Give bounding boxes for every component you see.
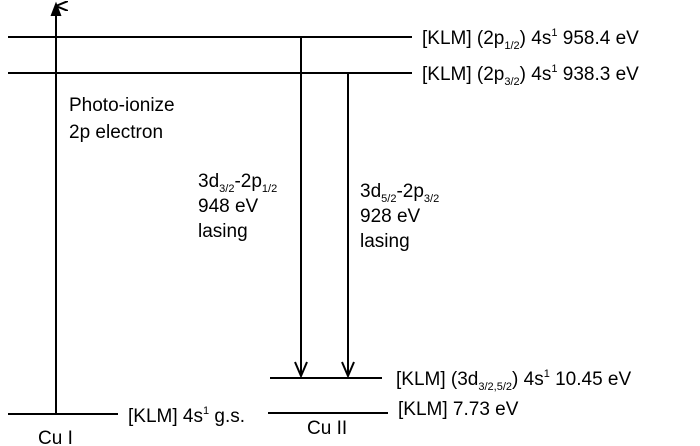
transition-left-note: lasing [198,221,248,242]
lasing-arrowhead-948 [294,361,308,379]
lasing-arrowhead-928 [341,361,355,379]
transition-left-energy: 948 eV [198,196,259,217]
species-label-cu-i: Cu I [38,428,73,446]
transition-right-label: 3d5/2-2p3/2 [360,181,439,205]
photoionize-arrowhead [50,1,62,17]
species-label-cu-ii: Cu II [307,418,347,439]
photoionize-label-line2: 2p electron [69,122,163,143]
level-label-cu-i-ground: [KLM] 4s1 g.s. [128,405,245,427]
transition-right-energy: 928 eV [360,206,421,227]
level-label-cu-ii-ground: [KLM] 7.73 eV [398,399,519,420]
transition-right-note: lasing [360,231,410,252]
transition-left-label: 3d3/2-2p1/2 [198,171,277,195]
level-label-3d: [KLM] (3d3/2,5/2) 4s1 10.45 eV [396,368,632,393]
level-label-2p-three-half: [KLM] (2p3/2) 4s1 938.3 eV [422,63,639,88]
level-label-2p-half: [KLM] (2p1/2) 4s1 958.4 eV [422,27,639,52]
photoionize-label-line1: Photo-ionize [69,95,175,116]
